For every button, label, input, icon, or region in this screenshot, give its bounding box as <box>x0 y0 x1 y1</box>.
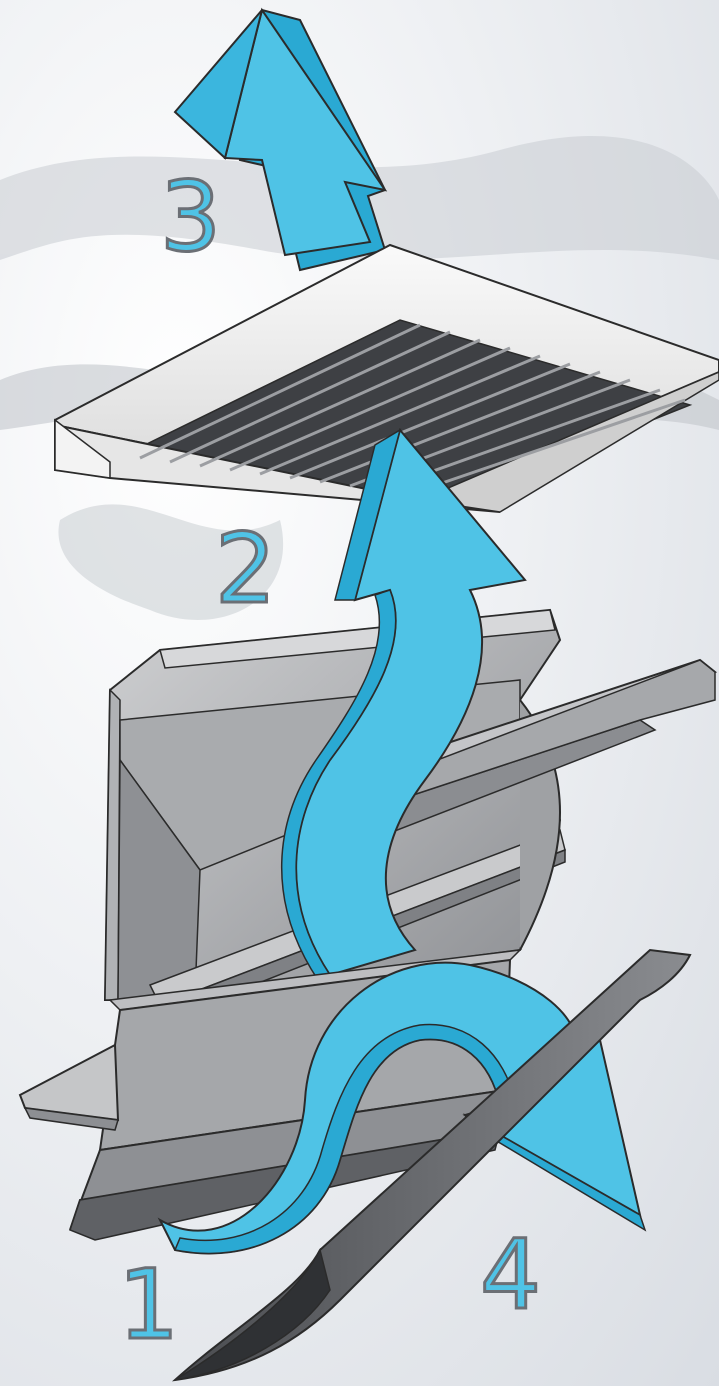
step-1-label: 1 <box>118 1249 179 1361</box>
step-3-label: 3 <box>160 161 221 273</box>
step-4-label: 4 <box>480 1219 541 1331</box>
step-2-label: 2 <box>215 513 276 625</box>
